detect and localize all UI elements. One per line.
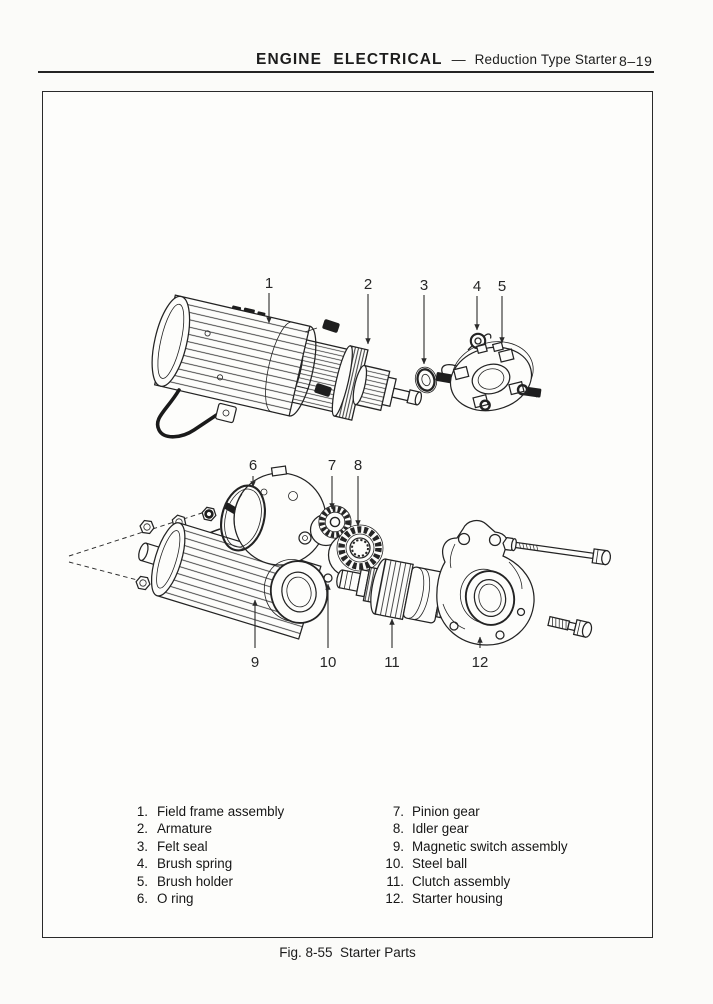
section-title: ENGINE ELECTRICAL <box>256 51 443 68</box>
callout-6: 6 <box>249 457 257 474</box>
parts-list-item: 12.Starter housing <box>385 891 503 907</box>
callout-1: 1 <box>265 275 273 292</box>
hex-nut <box>139 519 155 535</box>
field-lead-cable <box>155 388 220 439</box>
callout-5: 5 <box>498 278 506 295</box>
switch-bore-ring <box>263 559 329 624</box>
vent-slot <box>231 305 242 311</box>
parts-list-item: 7.Pinion gear <box>392 804 480 819</box>
brush-lead-tab <box>314 383 332 397</box>
section-dash: — <box>451 51 466 67</box>
starter-housing-drawing <box>436 519 535 646</box>
field-frame-drawing <box>151 294 317 417</box>
parts-list-item: 5.Brush holder <box>136 873 233 889</box>
callout-11: 11 <box>384 654 400 671</box>
starter-exploded-diagram: 1 2 3 4 5 6 7 8 9 10 11 12 <box>68 275 612 671</box>
parts-list-item: 4.Brush spring <box>136 856 233 872</box>
callout-4: 4 <box>473 278 481 295</box>
magnetic-switch-cover <box>233 465 327 566</box>
figure-caption: Fig. 8-55 Starter Parts <box>279 945 416 960</box>
hex-nut <box>201 506 217 522</box>
parts-list-left-column: 1.Field frame assembly 2.Armature 3.Felt… <box>125 803 284 907</box>
parts-list-item: 6.O ring <box>136 891 194 907</box>
callout-9: 9 <box>251 654 259 671</box>
parts-list-item: 10.Steel ball <box>385 856 468 872</box>
brush-holder-drawing <box>449 341 534 412</box>
parts-list-item: 1.Field frame assembly <box>136 804 285 819</box>
felt-seal-drawing <box>414 366 438 394</box>
through-bolt-drawing <box>502 536 612 566</box>
callout-2: 2 <box>364 276 372 293</box>
subsection-title: Reduction Type Starter <box>474 52 617 67</box>
dashed-leader-lines <box>68 511 206 582</box>
callout-10: 10 <box>320 654 337 671</box>
parts-list-right-column: 7.Pinion gear 8.Idler gear 9.Magnetic sw… <box>373 803 568 907</box>
callout-3: 3 <box>420 277 428 294</box>
callout-leader-lines <box>250 293 505 648</box>
brush-lead-tab <box>322 319 340 333</box>
header-rule <box>38 71 654 73</box>
cable-terminal-lug <box>215 402 237 424</box>
parts-list-item: 8.Idler gear <box>392 821 469 837</box>
callout-7: 7 <box>328 457 336 474</box>
steel-ball-drawing <box>323 573 333 583</box>
page-number: 8–19 <box>619 53 653 69</box>
hex-nut <box>135 575 151 591</box>
page-header: ENGINE ELECTRICAL — Reduction Type Start… <box>256 51 617 69</box>
callout-8: 8 <box>354 457 362 474</box>
mount-bolt-drawing <box>547 615 593 638</box>
parts-list-item: 3.Felt seal <box>136 838 208 854</box>
pinion-gear-drawing <box>309 505 352 547</box>
callout-12: 12 <box>472 654 489 671</box>
parts-list-item: 9.Magnetic switch assembly <box>392 838 568 854</box>
vent-slot <box>257 311 266 317</box>
parts-list-item: 2.Armature <box>136 821 213 837</box>
vent-slot <box>243 307 255 314</box>
figure-frame: 1 2 3 4 5 6 7 8 9 10 11 12 1.Field frame… <box>42 91 653 938</box>
parts-list-item: 11.Clutch assembly <box>386 873 511 889</box>
